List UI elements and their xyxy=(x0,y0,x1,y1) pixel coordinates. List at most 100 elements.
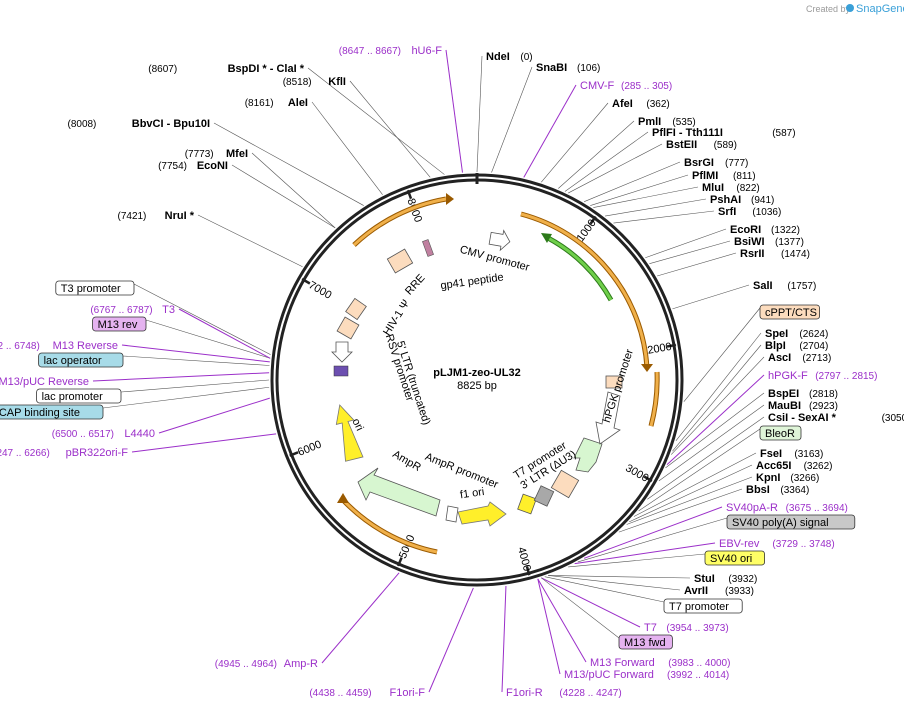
primer-position: (6767 .. 6787) xyxy=(90,305,152,316)
primer-name: F1ori-F xyxy=(390,687,426,699)
feature-arcs xyxy=(337,193,660,555)
enzyme-name: AleI xyxy=(288,97,308,109)
enzyme-position: (2818) xyxy=(809,389,838,400)
cmv-promoter-arrow xyxy=(488,229,511,252)
feature-box-bg xyxy=(663,598,743,614)
primer-site: CMV-F (285 .. 305) xyxy=(580,80,672,92)
feature-box: lac operator xyxy=(38,352,124,368)
feature-box-bg xyxy=(618,634,673,650)
leader-line xyxy=(131,433,277,453)
scale-tick xyxy=(666,343,677,348)
feature-box-bg xyxy=(704,550,765,566)
bleor-arrow xyxy=(573,437,603,473)
arrow-head-icon xyxy=(541,233,552,243)
f1-ori-arrow xyxy=(457,501,507,527)
green-arc xyxy=(546,235,614,302)
enzyme-position: (7754) xyxy=(158,161,187,172)
primer-position: (285 .. 305) xyxy=(621,81,672,92)
feature-box: lac promoter xyxy=(36,388,122,404)
primer-position: (3983 .. 4000) xyxy=(668,658,730,669)
scale-tick xyxy=(406,189,413,200)
enzyme-name: SrfI xyxy=(718,206,736,218)
primer-position: (6732 .. 6748) xyxy=(0,341,40,352)
enzyme-position: (8607) xyxy=(148,64,177,75)
leader-line xyxy=(251,152,336,229)
leader-line xyxy=(633,452,757,517)
enzyme-site: BspEI(2818) xyxy=(768,388,838,400)
label-hiv-psi: HIV-1 Ψ xyxy=(381,298,412,338)
orf-arc-small-right-fill xyxy=(649,371,659,427)
enzyme-name: AfeI xyxy=(612,98,633,110)
primer-name: T3 xyxy=(162,304,175,316)
enzyme-position: (3364) xyxy=(780,485,809,496)
orf-arc-top-left-fill xyxy=(352,197,447,247)
leader-line xyxy=(445,49,463,173)
scale-tick-label: 3000 xyxy=(623,462,650,485)
label-ori: ori xyxy=(349,417,365,433)
leader-line xyxy=(647,416,765,500)
primer-position: (3675 .. 3694) xyxy=(786,503,848,514)
feature-box-label: SV40 ori xyxy=(710,553,752,565)
enzyme-position: (811) xyxy=(733,171,756,182)
primer-position: (6500 .. 6517) xyxy=(52,429,114,440)
ampr-arrow xyxy=(357,467,441,517)
primer-site: pBR322ori-F(6247 .. 6266) xyxy=(0,447,128,459)
enzyme-name: PmlI xyxy=(638,116,661,128)
green-arc-fill xyxy=(547,236,613,301)
enzyme-name: MauBI xyxy=(768,400,801,412)
primer-name: CMV-F xyxy=(580,80,615,92)
hiv-psi-shape xyxy=(345,297,367,321)
enzyme-position: (3262) xyxy=(804,461,833,472)
leader-line xyxy=(476,55,483,173)
enzyme-site: MluI(822) xyxy=(702,182,760,194)
leader-line xyxy=(145,319,271,359)
arrow-head-icon xyxy=(446,193,454,205)
enzyme-site: SnaBI(106) xyxy=(536,62,600,74)
enzyme-name: SalI xyxy=(753,280,773,292)
enzyme-site: SpeI(2624) xyxy=(765,328,828,340)
enzyme-position: (2624) xyxy=(799,329,828,340)
feature-box: cPPT/CTS xyxy=(759,304,820,320)
enzyme-site: MfeI(7773) xyxy=(185,148,248,160)
feature-box-label: BleoR xyxy=(765,428,795,440)
label-rre: RRE xyxy=(403,272,427,297)
primer-name: pBR322ori-F xyxy=(66,447,129,459)
feature-box-bg xyxy=(38,352,124,368)
leader-line xyxy=(311,101,383,195)
enzyme-site: PshAI(941) xyxy=(710,194,774,206)
enzyme-name: AvrII xyxy=(684,585,708,597)
enzyme-name: BbsI xyxy=(746,484,770,496)
orf-arc-bottom-left-fill xyxy=(341,498,438,554)
enzyme-position: (3932) xyxy=(728,574,757,585)
leader-line xyxy=(178,308,271,359)
feature-box-bg xyxy=(55,280,135,296)
feature-box-label: T7 promoter xyxy=(669,601,729,613)
feature-box-label: lac operator xyxy=(44,355,102,367)
scale-tick-label: 6000 xyxy=(296,438,323,458)
leader-line xyxy=(584,161,681,202)
primer-name: F1ori-R xyxy=(506,687,543,699)
enzyme-site: PmlI(535) xyxy=(638,116,696,128)
enzyme-site: BbsI (3364) xyxy=(746,484,809,496)
primer-site: M13/pUC Forward(3992 .. 4014) xyxy=(564,669,729,681)
primer-name: hU6-F xyxy=(411,45,442,57)
feature-box-label: SV40 poly(A) signal xyxy=(732,517,829,529)
leader-line xyxy=(618,488,743,533)
label-ampr: AmpR xyxy=(390,448,423,474)
enzyme-site: BlpI(2704) xyxy=(765,340,828,352)
primer-position: (3729 .. 3748) xyxy=(772,539,834,550)
leader-line xyxy=(658,404,765,482)
primer-site: T3 (6767 .. 6787) xyxy=(90,304,175,316)
leader-line xyxy=(544,576,665,603)
scale-tick xyxy=(525,566,531,576)
enzyme-name: CsiI - SexAI * xyxy=(768,412,837,424)
feature-box: T3 promoter xyxy=(55,280,135,296)
leader-line xyxy=(231,164,336,229)
enzyme-site: AleI(8161) xyxy=(245,97,308,109)
enzyme-position: (1036) xyxy=(752,207,781,218)
leader-line xyxy=(558,120,635,189)
ampr-promoter-shape xyxy=(445,505,459,523)
enzyme-position: (587) xyxy=(772,128,795,139)
orf-arc-right-fill xyxy=(520,212,649,369)
leader-line xyxy=(645,228,727,259)
